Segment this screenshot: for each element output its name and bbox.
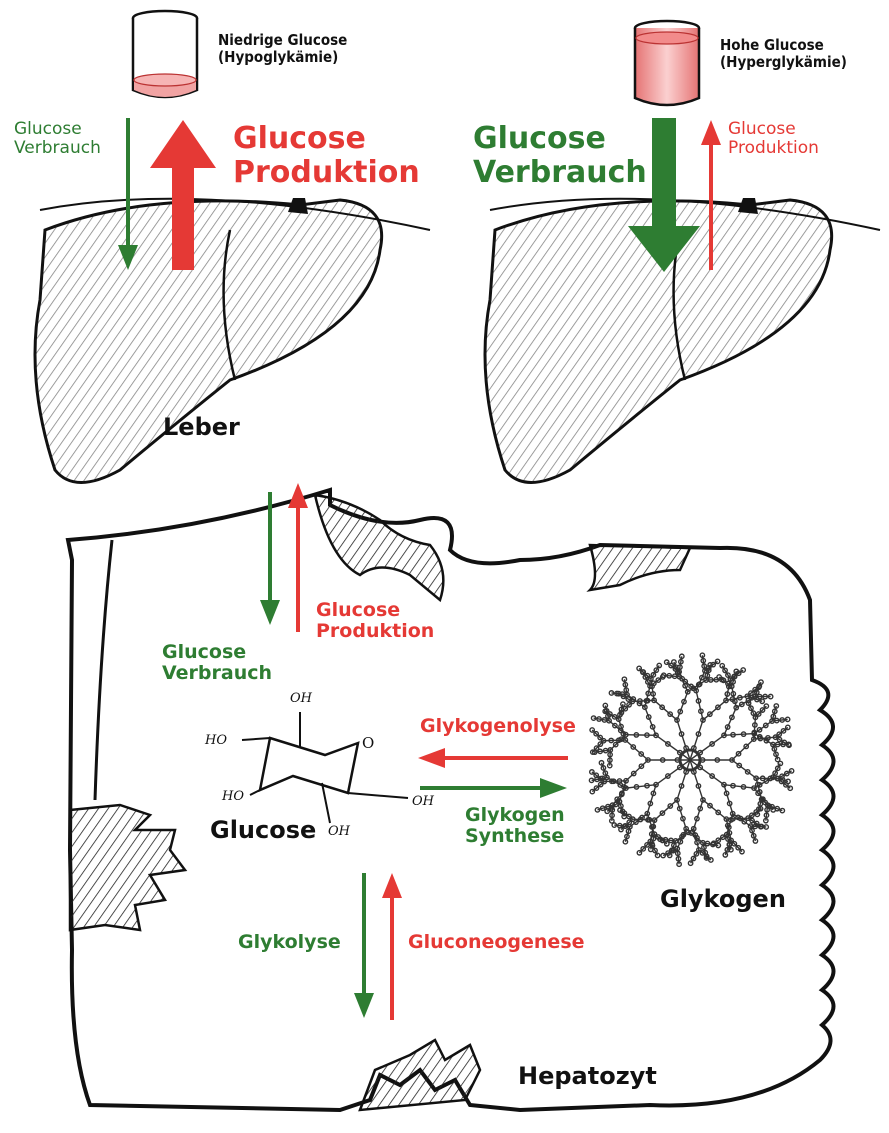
label-glycogenolysis: Glykogenolyse	[420, 716, 576, 737]
hepatocyte-outline	[68, 490, 834, 1110]
arrow-cell-glucose-production	[288, 483, 308, 632]
label-glycogen-synthesis: Glykogen Synthese	[465, 805, 565, 848]
label-cell-glucose-consumption: Glucose Verbrauch	[162, 642, 272, 685]
beaker-caption-high: Hohe Glucose (Hyperglykämie)	[720, 37, 847, 71]
label-cell-glucose-production: Glucose Produktion	[316, 600, 434, 643]
label-liver: Leber	[163, 414, 240, 441]
label-left-glucose-production: Glucose Produktion	[233, 122, 420, 189]
arrow-glycolysis	[354, 873, 374, 1018]
label-glycolysis: Glykolyse	[238, 932, 341, 953]
label-gluconeogenesis: Gluconeogenese	[408, 932, 585, 953]
glycogen-cluster-icon	[589, 653, 793, 866]
label-left-glucose-consumption: Glucose Verbrauch	[14, 120, 101, 158]
arrow-glycogen-synthesis	[420, 778, 567, 798]
beaker-caption-low: Niedrige Glucose (Hypoglykämie)	[218, 32, 347, 66]
oh-label-ho-lower: HO	[221, 789, 244, 804]
label-glucose: Glucose	[210, 817, 316, 844]
oh-label-right: OH	[412, 794, 435, 809]
beaker-low-glucose-icon	[133, 11, 197, 97]
label-glycogen: Glykogen	[660, 886, 786, 913]
label-right-glucose-production: Glucose Produktion	[728, 120, 819, 158]
arrow-gluconeogenesis	[382, 873, 402, 1020]
label-hepatocyte: Hepatozyt	[518, 1063, 657, 1090]
arrow-cell-glucose-consumption	[260, 492, 280, 625]
oh-label-bottom: OH	[328, 824, 351, 839]
oh-label-ho-upper: HO	[204, 733, 227, 748]
label-right-glucose-consumption: Glucose Verbrauch	[473, 122, 647, 189]
arrow-glycogenolysis	[418, 748, 568, 768]
arrow-left-glucose-consumption	[118, 118, 138, 270]
oh-label-top: OH	[290, 691, 313, 706]
ring-oxygen-label: O	[362, 734, 374, 752]
beaker-high-glucose-icon	[635, 21, 699, 105]
